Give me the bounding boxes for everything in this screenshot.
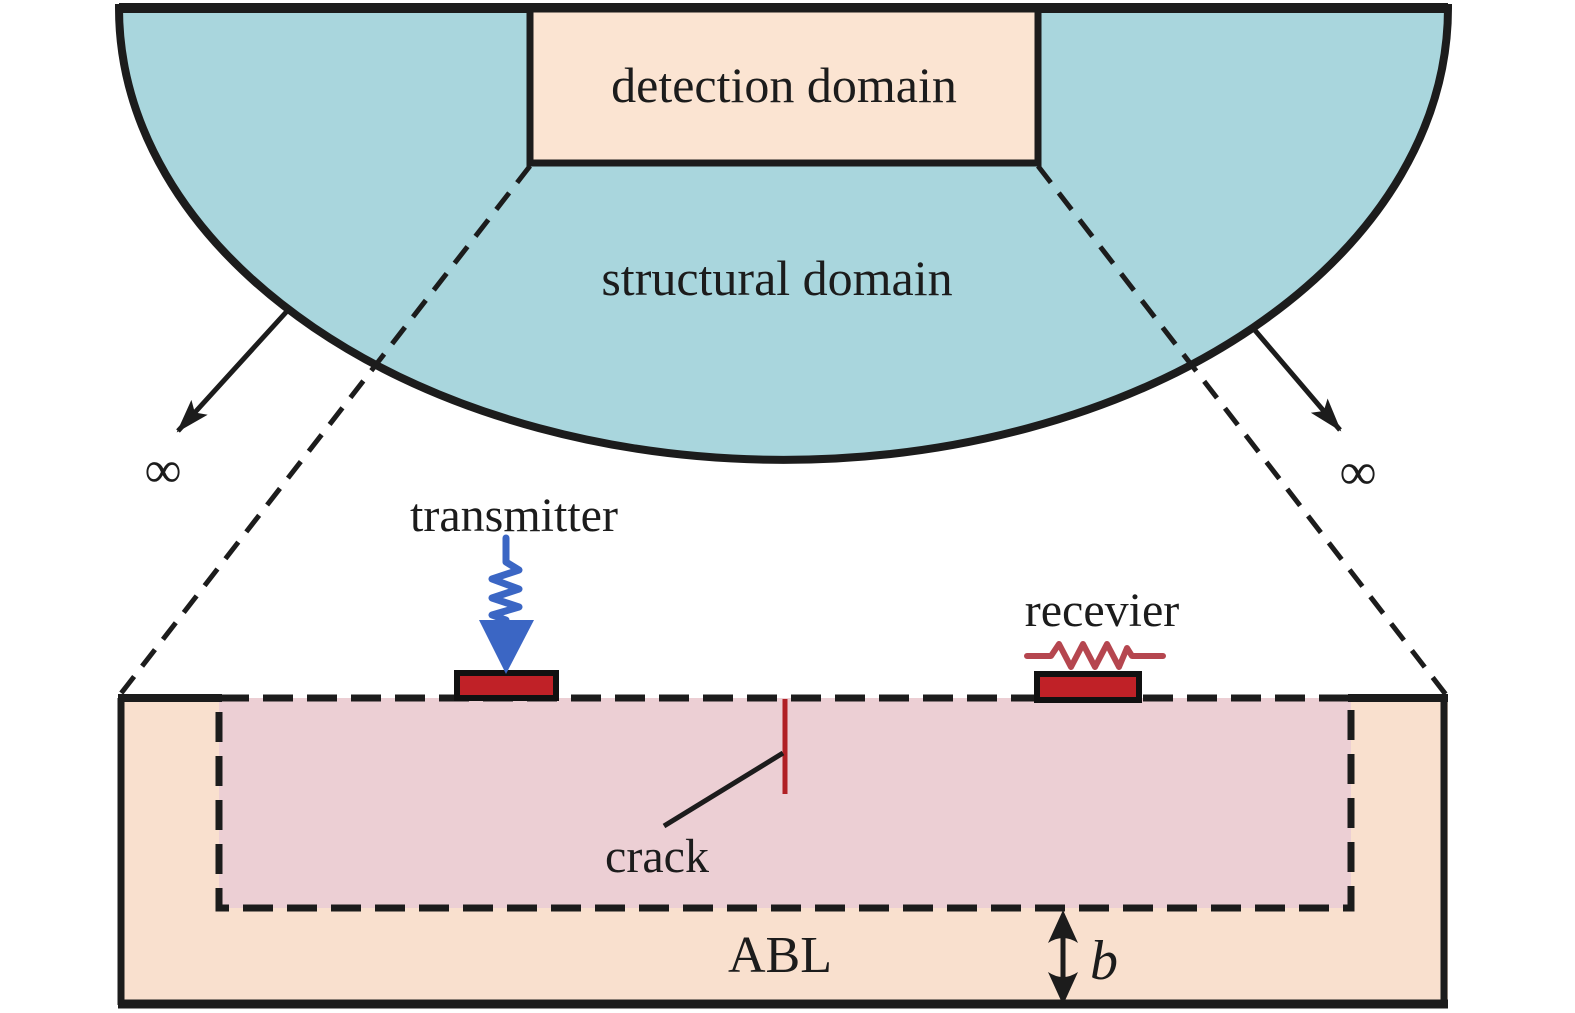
abl-label: ABL xyxy=(728,927,832,984)
infinity-symbol-right: ∞ xyxy=(1339,444,1376,501)
infinity-arrow-right xyxy=(1251,326,1342,432)
zoom-guide-right xyxy=(1036,164,1449,698)
specimen-border xyxy=(117,694,1448,1009)
detection-domain-label: detection domain xyxy=(611,57,957,113)
transmitter-spring-icon xyxy=(488,534,523,624)
transmitter-label: transmitter xyxy=(410,489,618,542)
detection-domain-box xyxy=(526,5,1042,167)
abl-thickness-arrow xyxy=(1048,910,1078,1005)
receiver-transducer xyxy=(1034,671,1142,703)
receiver-resistor-icon xyxy=(1024,641,1166,670)
receiver-label: recevier xyxy=(1025,584,1180,637)
abl-thickness-label: b xyxy=(1090,930,1118,992)
transmitter-arrowhead-icon xyxy=(479,620,534,674)
abl-thickness-arrowhead-down xyxy=(1048,972,1078,1005)
infinity-symbol-left: ∞ xyxy=(144,442,181,499)
structural-domain-label: structural domain xyxy=(601,250,952,306)
abl-thickness-arrowhead-up xyxy=(1048,910,1078,943)
crack-label: crack xyxy=(605,830,709,883)
infinity-arrow-left xyxy=(176,307,291,433)
crack-leader-line xyxy=(662,750,785,829)
structural-domain-region xyxy=(114,3,1453,464)
zoom-guide-left xyxy=(117,164,532,698)
transmitter-transducer xyxy=(454,670,559,701)
